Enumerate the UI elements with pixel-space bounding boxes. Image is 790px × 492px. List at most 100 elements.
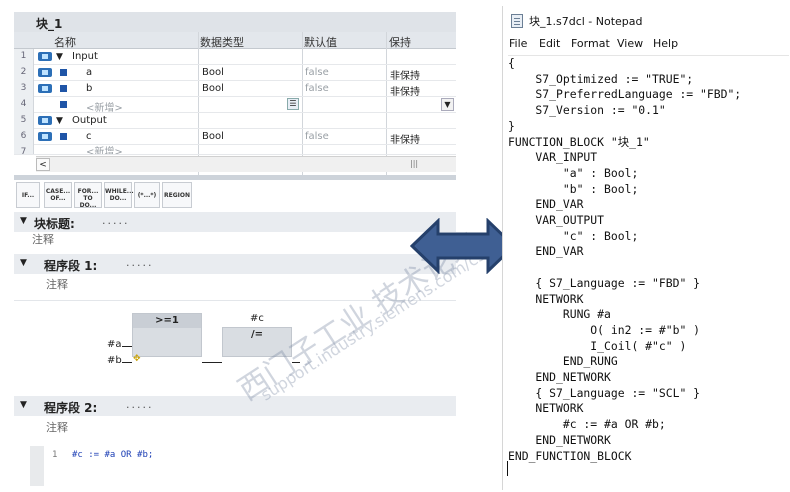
region-button[interactable]: REGION bbox=[162, 182, 192, 208]
collapse-triangle-icon[interactable]: ▼ bbox=[20, 216, 27, 226]
network-1-title: 程序段 1: bbox=[44, 259, 98, 273]
add-new-row[interactable]: <新增> bbox=[86, 103, 123, 114]
row-default[interactable]: false bbox=[305, 83, 329, 94]
menu-edit[interactable]: Edit bbox=[539, 37, 561, 50]
interface-table: 名称 数据类型 默认值 保持 1 ▼ Input 2 a Bool false … bbox=[14, 32, 456, 176]
table-row[interactable]: 6 c Bool false 非保持 bbox=[14, 129, 456, 146]
row-name[interactable]: b bbox=[86, 83, 93, 94]
col-retain[interactable]: 保持 bbox=[389, 36, 411, 49]
col-divider bbox=[386, 32, 387, 175]
col-divider bbox=[198, 32, 199, 175]
interface-pin-icon bbox=[38, 84, 52, 93]
code-line-number: 1 bbox=[52, 450, 58, 460]
menu-file[interactable]: File bbox=[509, 37, 528, 50]
block-heading-label: 块标题: bbox=[34, 217, 75, 231]
collapse-triangle-icon[interactable]: ▼ bbox=[56, 116, 63, 126]
col-datatype[interactable]: 数据类型 bbox=[200, 36, 244, 49]
comment-button[interactable]: (*...*) bbox=[134, 182, 160, 208]
assignment-box-title: /= bbox=[250, 329, 264, 340]
row-datatype[interactable]: Bool bbox=[202, 67, 224, 78]
insert-input-icon[interactable]: ✥ bbox=[133, 354, 141, 364]
row-name[interactable]: a bbox=[86, 67, 93, 78]
or-box-title: >=1 bbox=[133, 314, 201, 328]
for-to-do-button[interactable]: FOR...TO DO... bbox=[74, 182, 102, 209]
interface-header: 名称 数据类型 默认值 保持 bbox=[14, 32, 456, 49]
scroll-left-button[interactable]: < bbox=[36, 158, 50, 171]
case-of-button[interactable]: CASE...OF... bbox=[44, 182, 72, 208]
pane-splitter[interactable] bbox=[14, 175, 456, 180]
wire-or-out bbox=[202, 362, 222, 363]
row-name: Input bbox=[72, 51, 98, 62]
interface-pin-icon bbox=[38, 116, 52, 125]
if-button[interactable]: IF... bbox=[16, 182, 40, 208]
network-2-header[interactable]: ▼ 程序段 2: ..... bbox=[14, 396, 456, 416]
network-1-header[interactable]: ▼ 程序段 1: ..... bbox=[14, 254, 456, 274]
network-2-placeholder[interactable]: ..... bbox=[126, 398, 154, 411]
fbd-network: >=1 /= #c #a #b ✥ bbox=[14, 300, 456, 392]
menu-help[interactable]: Help bbox=[653, 37, 679, 50]
notepad-text-area[interactable]: { S7_Optimized := "TRUE"; S7_PreferredLa… bbox=[508, 55, 789, 485]
table-row[interactable]: 2 a Bool false 非保持 bbox=[14, 65, 456, 82]
row-name: Output bbox=[72, 115, 107, 126]
row-retain[interactable]: 非保持 bbox=[390, 135, 420, 146]
network-2-title: 程序段 2: bbox=[44, 401, 98, 415]
block-heading-placeholder[interactable]: ..... bbox=[102, 214, 130, 227]
bidirectional-arrow-icon bbox=[410, 218, 516, 274]
notepad-title: 块_1.s7dcl - Notepad bbox=[529, 15, 643, 28]
network-2-comment[interactable]: 注释 bbox=[46, 421, 68, 434]
row-number: 2 bbox=[14, 65, 34, 81]
output-operand[interactable]: #c bbox=[250, 313, 264, 324]
col-default[interactable]: 默认值 bbox=[304, 36, 337, 49]
notepad-icon bbox=[511, 14, 523, 28]
interface-pin-icon bbox=[38, 68, 52, 77]
add-new-row[interactable]: <新增> bbox=[86, 147, 123, 155]
row-datatype[interactable]: Bool bbox=[202, 83, 224, 94]
bool-var-icon bbox=[60, 69, 67, 76]
code-line[interactable]: #c := #a OR #b; bbox=[72, 450, 154, 460]
collapse-triangle-icon[interactable]: ▼ bbox=[20, 258, 27, 268]
row-number: 4 bbox=[14, 97, 34, 113]
table-row[interactable]: 7 <新增> bbox=[14, 145, 456, 155]
row-default[interactable]: false bbox=[305, 131, 329, 142]
row-number: 3 bbox=[14, 81, 34, 97]
network-1-placeholder[interactable]: ..... bbox=[126, 256, 154, 269]
datatype-picker-icon[interactable]: ☰ bbox=[287, 98, 299, 110]
row-retain[interactable]: 非保持 bbox=[390, 71, 420, 82]
block-comment[interactable]: 注释 bbox=[32, 233, 54, 246]
interface-pin-icon bbox=[38, 132, 52, 141]
table-row[interactable]: 5 ▼ Output bbox=[14, 113, 456, 129]
col-divider bbox=[302, 32, 303, 175]
wire-b bbox=[122, 362, 132, 363]
table-row[interactable]: 1 ▼ Input bbox=[14, 49, 456, 65]
collapse-triangle-icon[interactable]: ▼ bbox=[20, 400, 27, 410]
input-a-operand[interactable]: #a bbox=[107, 339, 122, 350]
menu-format[interactable]: Format bbox=[571, 37, 610, 50]
notepad-titlebar[interactable]: 块_1.s7dcl - Notepad bbox=[503, 6, 789, 32]
input-b-operand[interactable]: #b bbox=[107, 355, 122, 366]
row-name[interactable]: c bbox=[86, 131, 92, 142]
interface-pin-icon bbox=[38, 52, 52, 61]
dropdown-arrow-icon[interactable]: ▼ bbox=[441, 98, 454, 111]
menu-view[interactable]: View bbox=[617, 37, 644, 50]
row-number: 6 bbox=[14, 129, 34, 145]
collapse-triangle-icon[interactable]: ▼ bbox=[56, 52, 63, 62]
block-title: 块_1 bbox=[14, 12, 456, 32]
table-row[interactable]: 3 b Bool false 非保持 bbox=[14, 81, 456, 98]
network-1-comment[interactable]: 注释 bbox=[46, 278, 68, 291]
notepad-window: 块_1.s7dcl - Notepad File Edit Format Vie… bbox=[502, 6, 789, 490]
row-datatype[interactable]: Bool bbox=[202, 131, 224, 142]
row-number: 1 bbox=[14, 49, 34, 65]
row-default[interactable]: false bbox=[305, 67, 329, 78]
scl-code-editor[interactable]: 1 #c := #a OR #b; bbox=[30, 446, 456, 486]
bool-var-icon bbox=[60, 85, 67, 92]
col-name[interactable]: 名称 bbox=[54, 36, 76, 49]
table-row[interactable]: 4 <新增> ☰ ▼ bbox=[14, 97, 456, 114]
block-heading[interactable]: ▼ 块标题: ..... bbox=[14, 212, 456, 232]
or-box[interactable]: >=1 bbox=[132, 313, 202, 357]
row-retain[interactable]: 非保持 bbox=[390, 87, 420, 98]
bool-var-icon bbox=[60, 101, 67, 108]
while-do-button[interactable]: WHILE...DO... bbox=[104, 182, 134, 208]
assignment-box[interactable]: /= bbox=[222, 327, 292, 357]
horizontal-scrollbar[interactable]: < ||| bbox=[36, 156, 456, 172]
scroll-grip-icon[interactable]: ||| bbox=[410, 159, 419, 168]
